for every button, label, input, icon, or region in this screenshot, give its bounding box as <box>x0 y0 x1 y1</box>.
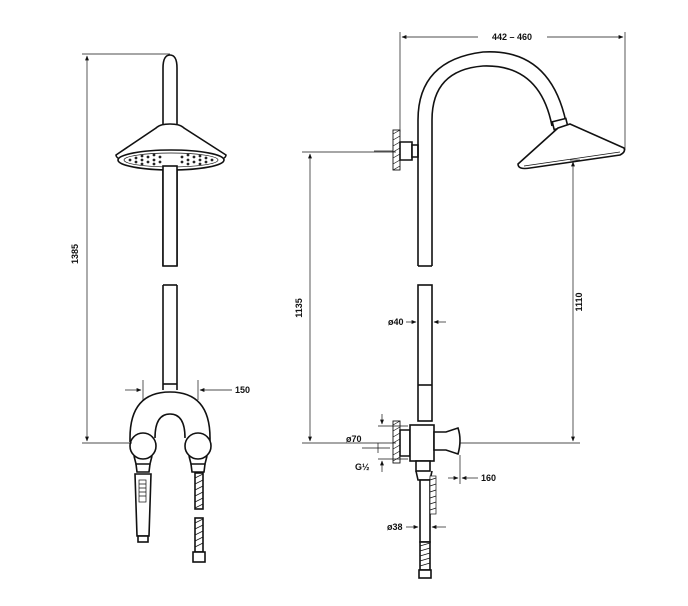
front-shower-head <box>115 123 227 171</box>
dim-arm-height: 1135 <box>294 298 304 318</box>
dim-body-diameter: ø70 <box>346 434 362 444</box>
dim-reach: 442 – 460 <box>492 32 532 42</box>
front-hose <box>192 472 206 563</box>
dim-pipe-diameter: ø40 <box>388 317 404 327</box>
side-mixer-body <box>409 424 461 481</box>
side-view: 442 – 460 1135 1110 ø40 ø70 G½ 160 <box>294 32 626 579</box>
side-shower-head <box>517 123 626 170</box>
dim-total-height: 1385 <box>70 244 80 264</box>
dim-mixer-offset: 160 <box>481 473 496 483</box>
front-mixer-body <box>129 391 212 473</box>
dim-thread: G½ <box>355 462 370 472</box>
front-view: 1385 150 <box>70 53 250 563</box>
dim-head-height: 1110 <box>574 292 584 311</box>
dim-handset-diameter: ø38 <box>387 522 403 532</box>
front-hand-shower <box>134 473 152 543</box>
dim-hose-offset: 150 <box>235 385 250 395</box>
